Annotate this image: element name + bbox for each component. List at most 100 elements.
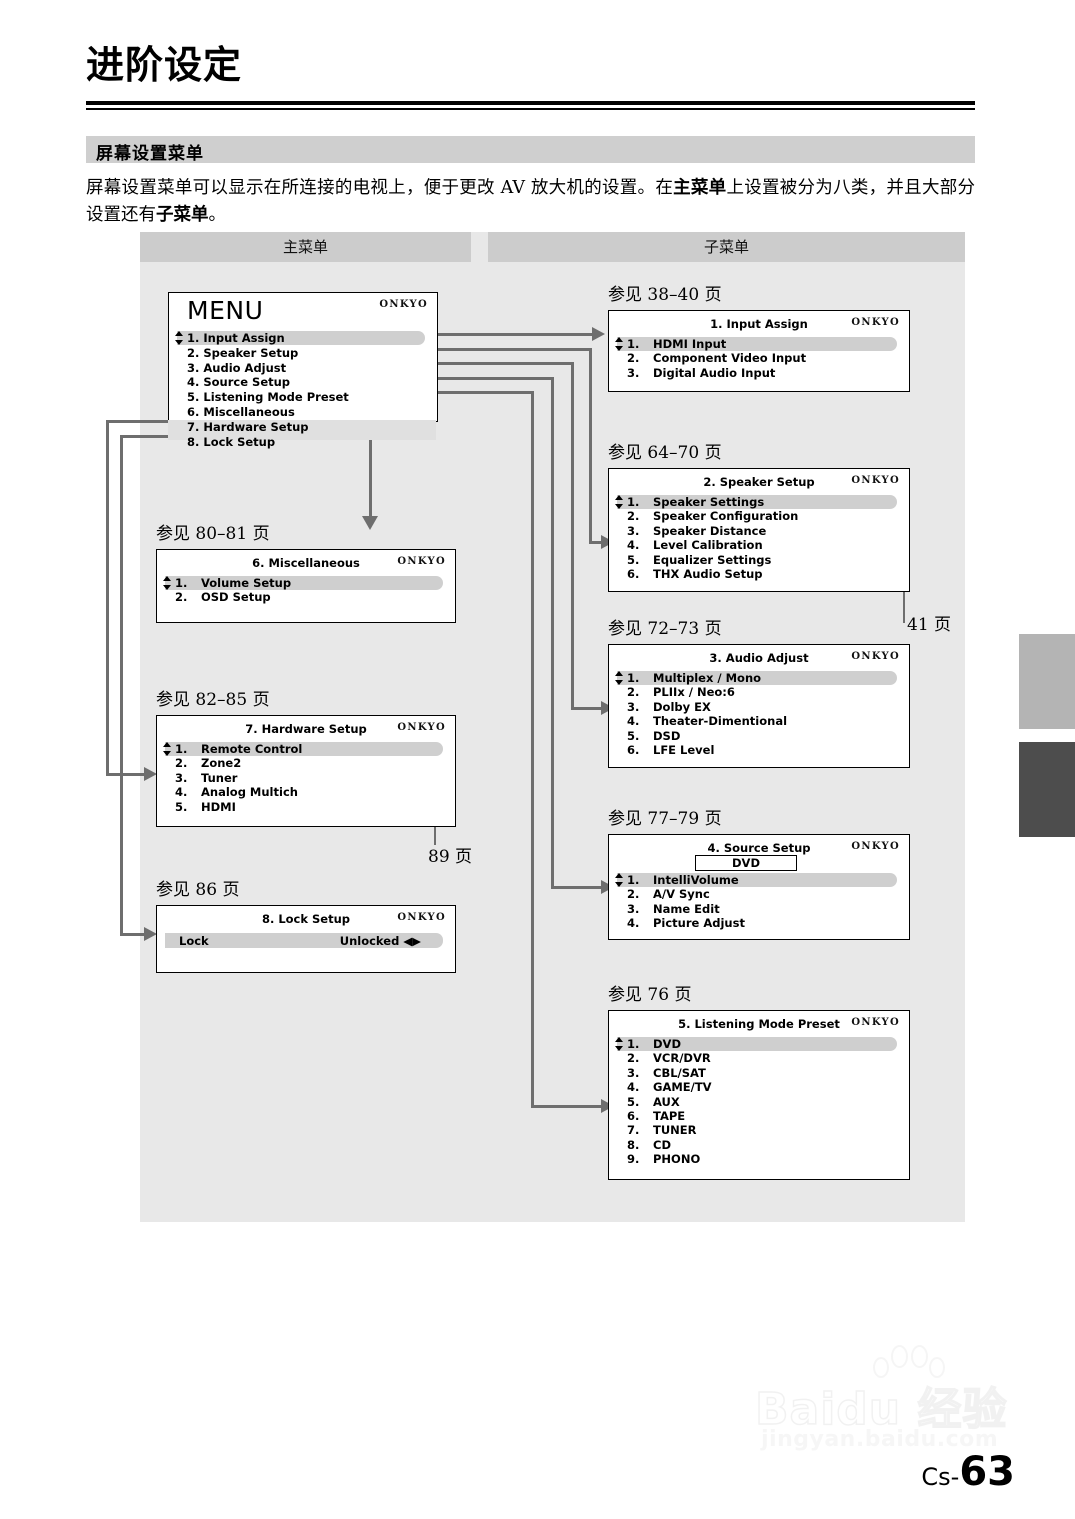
lock-setup-value[interactable]: Unlocked ◀▶ — [339, 934, 421, 948]
menu-row[interactable]: 4.Theater-Dimentional — [609, 714, 909, 728]
connector-source-v — [551, 377, 554, 889]
menu-row-label: 1. Input Assign — [187, 331, 285, 345]
menu-row[interactable]: 1.Speaker Settings — [609, 495, 909, 510]
menu-row[interactable]: 3.Name Edit — [609, 902, 909, 916]
menu-row-number: 4. — [627, 1080, 640, 1095]
menu-row-label: Dolby EX — [653, 699, 711, 714]
menu-row[interactable]: 1.DVD — [609, 1037, 909, 1052]
intro-bold-main-menu: 主菜单 — [673, 178, 727, 198]
menu-row[interactable]: 3.Dolby EX — [609, 700, 909, 714]
folio-number: 63 — [959, 1449, 1015, 1495]
menu-row[interactable]: 2.Component Video Input — [609, 351, 909, 365]
menu-row-label: PLIIx / Neo:6 — [653, 685, 735, 700]
osd-title-hardware-setup: 7. Hardware Setup — [245, 722, 367, 736]
header-rule-thick — [86, 101, 975, 105]
menu-row[interactable]: 8.CD — [609, 1138, 909, 1152]
menu-row-number: 2. — [175, 590, 188, 605]
sidenote-zone2-page: 89 页 — [428, 847, 473, 867]
menu-row[interactable]: 5.DSD — [609, 729, 909, 743]
ref-lock-setup: 参见 86 页 — [156, 880, 240, 900]
main-menu-shadow-strip — [168, 420, 436, 440]
menu-row[interactable]: 1.HDMI Input — [609, 336, 909, 352]
osd-source-setup: ONKYO 4. Source Setup DVD 1.IntelliVolum… — [608, 834, 910, 940]
menu-row[interactable]: 2.Speaker Configuration — [609, 509, 909, 523]
menu-row-number: 3. — [627, 365, 640, 380]
ref-input-assign: 参见 38–40 页 — [608, 285, 722, 305]
menu-row[interactable]: 6.TAPE — [609, 1109, 909, 1123]
menu-row[interactable]: 4.Analog Multich — [157, 785, 455, 799]
menu-row-label: PHONO — [653, 1152, 701, 1167]
folio-prefix: Cs- — [921, 1463, 960, 1491]
menu-row[interactable]: 3.Digital Audio Input — [609, 366, 909, 380]
up-down-arrow-icon — [175, 330, 184, 346]
menu-row[interactable]: 2.Zone2 — [157, 756, 455, 770]
menu-row-label: Picture Adjust — [653, 916, 745, 931]
menu-row[interactable]: 3.Tuner — [157, 771, 455, 785]
ref-hardware-setup: 参见 82–85 页 — [156, 690, 270, 710]
column-header-sub-menu: 子菜单 — [488, 232, 965, 262]
menu-row[interactable]: 2. Speaker Setup — [169, 346, 437, 361]
menu-row[interactable]: 2.OSD Setup — [157, 590, 455, 604]
connector-speaker-v — [589, 348, 592, 544]
column-header-main-menu: 主菜单 — [140, 232, 471, 262]
menu-row[interactable]: 7. Hardware Setup — [169, 420, 437, 435]
menu-row[interactable]: 8. Lock Setup — [169, 435, 437, 450]
menu-row-number: 3. — [627, 901, 640, 916]
menu-row[interactable]: 4.GAME/TV — [609, 1080, 909, 1094]
lock-setup-row[interactable]: Lock Unlocked ◀▶ — [165, 933, 443, 948]
source-setup-value[interactable]: DVD — [695, 855, 797, 871]
menu-row[interactable]: 3. Audio Adjust — [169, 361, 437, 376]
menu-row-number: 5. — [175, 799, 188, 814]
menu-row-label: CD — [653, 1137, 671, 1152]
menu-row[interactable]: 3.Speaker Distance — [609, 524, 909, 538]
menu-row[interactable]: 6.THX Audio Setup — [609, 567, 909, 581]
menu-row[interactable]: 5.HDMI — [157, 800, 455, 814]
menu-row-label: 3. Audio Adjust — [187, 360, 287, 375]
menu-row[interactable]: 5.AUX — [609, 1095, 909, 1109]
lock-setup-key: Lock — [179, 934, 209, 948]
onkyo-logo: ONKYO — [397, 556, 446, 567]
menu-structure-diagram: 主菜单 子菜单 — [106, 232, 965, 1222]
menu-row[interactable]: 1.Volume Setup — [157, 576, 455, 591]
menu-row-number: 3. — [175, 770, 188, 785]
menu-row[interactable]: 2.A/V Sync — [609, 887, 909, 901]
menu-row[interactable]: 5.Equalizer Settings — [609, 553, 909, 567]
connector-arrow-misc — [362, 516, 378, 530]
menu-row-label: TUNER — [653, 1123, 697, 1138]
menu-row-label: Remote Control — [201, 742, 303, 756]
menu-row[interactable]: 3.CBL/SAT — [609, 1066, 909, 1080]
connector-arrow-hw — [144, 767, 157, 781]
menu-row-label: 6. Miscellaneous — [187, 404, 295, 419]
menu-row-label: 4. Source Setup — [187, 375, 291, 390]
menu-row[interactable]: 4.Picture Adjust — [609, 916, 909, 930]
menu-row-label: Theater-Dimentional — [653, 714, 788, 729]
menu-row[interactable]: 9.PHONO — [609, 1152, 909, 1166]
menu-row-number: 1. — [627, 495, 640, 509]
menu-row[interactable]: 6. Miscellaneous — [169, 405, 437, 420]
menu-row-label: LFE Level — [653, 742, 715, 757]
up-down-arrow-icon — [615, 336, 624, 352]
menu-row[interactable]: 4. Source Setup — [169, 375, 437, 390]
menu-row-number: 1. — [175, 576, 188, 590]
menu-row[interactable]: 2.VCR/DVR — [609, 1051, 909, 1065]
menu-row[interactable]: 7.TUNER — [609, 1123, 909, 1137]
menu-row-number: 4. — [175, 785, 188, 800]
osd-lock-setup: ONKYO 8. Lock Setup Lock Unlocked ◀▶ — [156, 905, 456, 973]
menu-row[interactable]: 6.LFE Level — [609, 743, 909, 757]
menu-row-label: 2. Speaker Setup — [187, 345, 299, 360]
intro-paragraph: 屏幕设置菜单可以显示在所连接的电视上，便于更改 AV 放大机的设置。在主菜单上设… — [86, 175, 975, 229]
intro-text-1: 屏幕设置菜单可以显示在所连接的电视上，便于更改 AV 放大机的设置。在 — [86, 178, 674, 198]
menu-row[interactable]: 1.IntelliVolume — [609, 873, 909, 888]
menu-row-label: 8. Lock Setup — [187, 434, 276, 449]
menu-row[interactable]: 1.Multiplex / Mono — [609, 671, 909, 686]
menu-row[interactable]: 4.Level Calibration — [609, 538, 909, 552]
connector-hw-v — [106, 420, 109, 776]
menu-row[interactable]: 2.PLIIx / Neo:6 — [609, 685, 909, 699]
section-heading-text: 屏幕设置菜单 — [96, 144, 204, 164]
menu-row[interactable]: 1. Input Assign — [169, 331, 437, 346]
menu-row[interactable]: 5. Listening Mode Preset — [169, 390, 437, 405]
menu-row[interactable]: 1.Remote Control — [157, 742, 455, 757]
menu-row-number: 5. — [627, 1094, 640, 1109]
connector-arrow-input-assign — [592, 327, 605, 341]
